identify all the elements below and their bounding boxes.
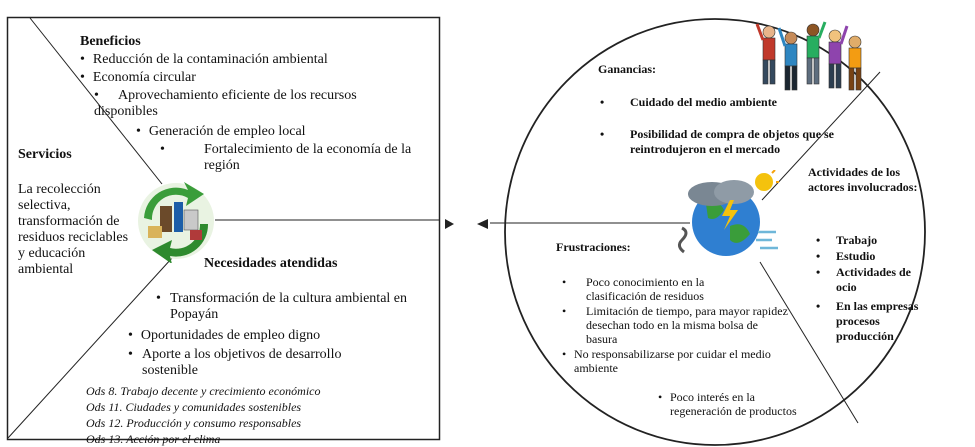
frustraciones-item-3: •No responsabilizarse por cuidar el medi… — [562, 347, 771, 375]
value-map-square — [6, 16, 441, 441]
necesidades-item-3: •Aporte a los objetivos de desarrollo so… — [128, 347, 342, 378]
arrow-head-right — [477, 219, 488, 229]
circle-divider-bottom — [759, 261, 859, 424]
ganancias-item-2: •Posibilidad de compra de objetos que se… — [600, 127, 835, 156]
necesidades-title: Necesidades atendidas — [204, 256, 338, 271]
ods-item-4: Ods 13. Acción por el clima — [86, 432, 221, 446]
beneficios-item-3: •Aprovechamiento eficiente de los recurs… — [94, 88, 357, 119]
frustraciones-item-1: •Poco conocimiento en la clasificación d… — [562, 275, 705, 303]
square-diagonal-top — [29, 17, 163, 185]
servicios-text: La recolección selectiva, transformación… — [18, 182, 129, 277]
customer-profile-circle — [504, 18, 926, 446]
actividades-item-1: •Trabajo — [816, 233, 878, 247]
beneficios-section: Beneficios — [80, 34, 141, 50]
square-diagonal-bottom — [7, 257, 173, 439]
actividades-title: Actividades de los actores involucrados: — [808, 165, 918, 194]
circle-divider-top — [761, 71, 881, 201]
ods-item-3: Ods 12. Producción y consumo responsable… — [86, 416, 302, 430]
beneficios-title: Beneficios — [80, 34, 141, 49]
ganancias-item-1: •Cuidado del medio ambiente — [600, 95, 778, 109]
ods-item-2: Ods 11. Ciudades y comunidades sostenibl… — [86, 400, 302, 414]
beneficios-item-5: •Fortalecimiento de la economía de la re… — [160, 142, 412, 173]
recycling-icon — [138, 182, 214, 264]
climate-earth-icon — [677, 168, 779, 256]
beneficios-item-1: Reducción de la contaminación ambiental — [80, 52, 440, 68]
actividades-item-3: •Actividades de ocio — [816, 265, 911, 294]
ods-item-1: Ods 8. Trabajo decente y crecimiento eco… — [86, 384, 321, 398]
climate-image — [672, 168, 780, 266]
people-image — [755, 18, 865, 100]
actividades-item-2: •Estudio — [816, 249, 876, 263]
necesidades-item-1: •Transformación de la cultura ambiental … — [156, 291, 408, 322]
celebrating-people-icon — [755, 21, 862, 91]
ganancias-title: Ganancias: — [598, 62, 657, 76]
recycling-image — [126, 178, 226, 264]
actividades-item-4: •En las empresas procesos producción — [816, 299, 919, 343]
necesidades-item-2: Oportunidades de empleo digno — [128, 328, 320, 344]
beneficios-item-2: Economía circular — [80, 70, 196, 86]
frustraciones-item-4: •Poco interés en la regeneración de prod… — [658, 390, 797, 418]
beneficios-item-4: Generación de empleo local — [136, 124, 306, 140]
frustraciones-title: Frustraciones: — [556, 240, 631, 254]
servicios-title: Servicios — [18, 147, 72, 162]
arrow-head-left — [445, 219, 454, 229]
frustraciones-item-2: •Limitación de tiempo, para mayor rapide… — [562, 304, 788, 346]
